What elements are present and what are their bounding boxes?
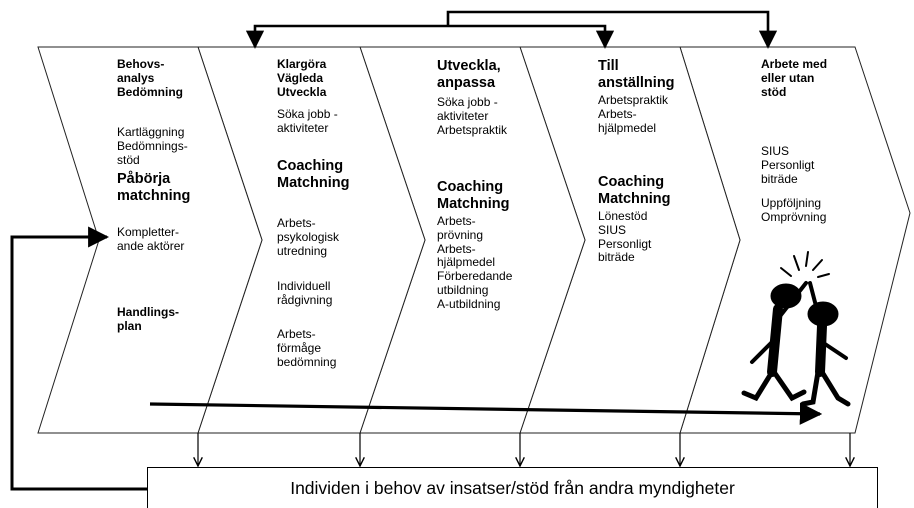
chevron-1-item-2: Kompletter-ande aktörer	[117, 225, 185, 253]
chevron-2-subitems: Söka jobb -aktiviteter	[277, 107, 338, 135]
celebrating-people-icon	[741, 251, 851, 407]
other-authorities-label: Individen i behov av insatser/stöd från …	[290, 477, 735, 498]
other-authorities-box: Individen i behov av insatser/stöd från …	[147, 467, 878, 508]
chevron-1-footer: Handlings-plan	[117, 305, 179, 333]
chevron-3-heading: Utveckla,anpassa	[437, 58, 501, 91]
